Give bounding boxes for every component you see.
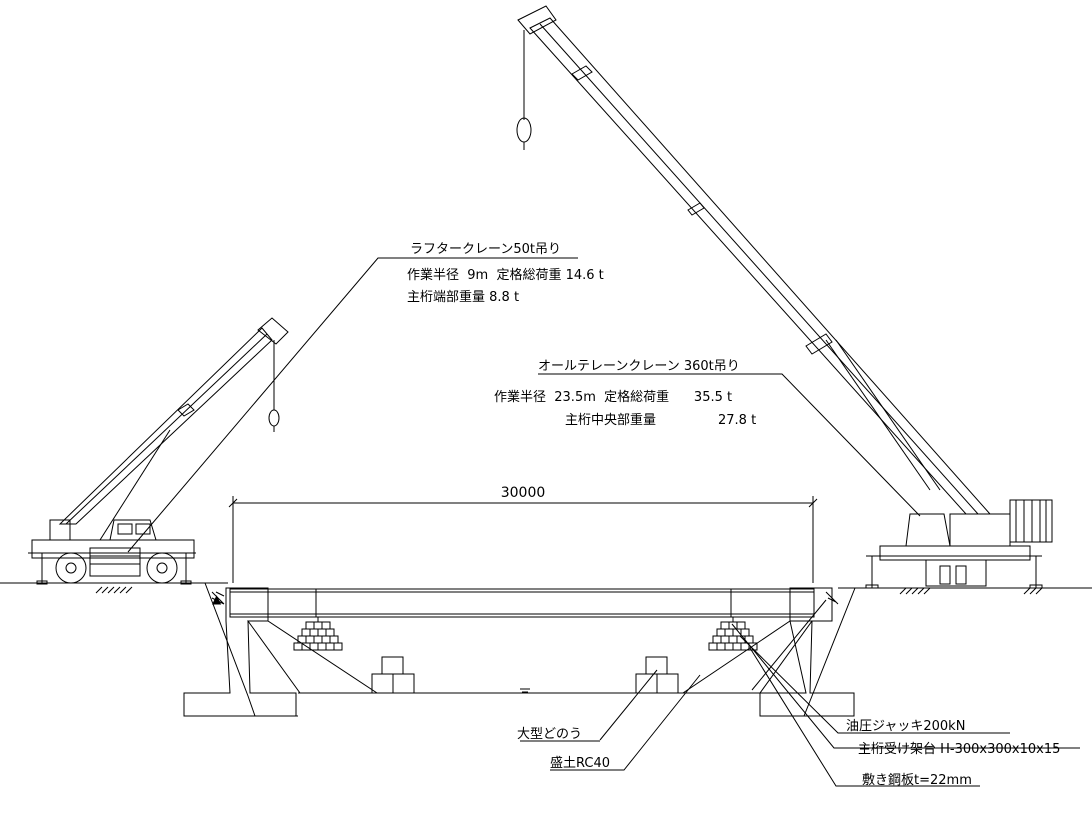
crib-block: [321, 635, 331, 644]
crib-block: [724, 642, 734, 651]
fill-label: 盛土RC40: [550, 756, 610, 771]
all-terrain-crane: [516, 5, 1053, 589]
sandbags-right: [635, 656, 679, 694]
ground-line: [0, 582, 1092, 595]
crib-block: [732, 642, 742, 651]
crib-block: [309, 628, 319, 637]
crib-block: [728, 635, 738, 644]
rough-crane-line1: 作業半径 9m 定格総荷重 14.6 t: [407, 267, 604, 283]
crib-block: [325, 642, 335, 651]
allterrain-crane-title: オールテレーンクレーン 360t吊り: [538, 359, 740, 374]
crib-block: [333, 642, 343, 651]
svg-text:▲: ▲: [212, 592, 222, 606]
crib-block: [740, 628, 750, 637]
crib-block: [313, 635, 323, 644]
abutment-left: [183, 587, 379, 717]
jack-label: 油圧ジャッキ200kN: [846, 719, 965, 734]
crib-block: [301, 628, 311, 637]
span-dimension: 30000: [228, 485, 818, 583]
crib-block: [720, 635, 730, 644]
crib-block: [313, 621, 323, 630]
crib-block: [716, 642, 726, 651]
support-stack-left: [293, 617, 343, 651]
crib-block: [317, 628, 327, 637]
rough-crane-line2: 主桁端部重量 8.8 t: [407, 289, 519, 305]
sandbag-label: 大型どのう: [517, 727, 582, 742]
crib-block: [321, 621, 331, 630]
rough-terrain-crane: [28, 317, 289, 585]
crib-block: [712, 635, 722, 644]
leader-lines: [127, 257, 1080, 787]
crib-block: [325, 628, 335, 637]
crib-block: [329, 635, 339, 644]
crib-block: [724, 628, 734, 637]
abutment-right: [681, 587, 855, 717]
crib-block: [293, 642, 303, 651]
rough-crane-title: ラフタークレーン50t吊り: [410, 242, 561, 257]
support-label: 主桁受け架台 H-300x300x10x15: [858, 742, 1060, 757]
allterrain-crane-notes: オールテレーンクレーン 360t吊り 作業半径 23.5m 定格総荷重 35.5…: [494, 359, 756, 428]
bearing-right: [825, 591, 839, 605]
crib-block: [708, 642, 718, 651]
crib-block: [305, 621, 315, 630]
support-stack-right: [708, 617, 758, 651]
bearing-left: ▲: [211, 591, 225, 606]
span-dimension-label: 30000: [501, 485, 546, 501]
rough-crane-notes: ラフタークレーン50t吊り 作業半径 9m 定格総荷重 14.6 t 主桁端部重…: [407, 242, 604, 305]
allterrain-crane-line2: 主桁中央部重量 27.8 t: [565, 412, 756, 428]
crib-block: [736, 621, 746, 630]
main-girder: [229, 588, 815, 618]
crib-block: [716, 628, 726, 637]
crib-block: [305, 635, 315, 644]
sandbags-left: [371, 656, 415, 694]
steel-plate-label: 敷き鋼板t=22mm: [862, 773, 972, 788]
crib-block: [720, 621, 730, 630]
crib-block: [317, 642, 327, 651]
allterrain-crane-line1: 作業半径 23.5m 定格総荷重 35.5 t: [494, 389, 732, 405]
component-labels: 大型どのう 盛土RC40 油圧ジャッキ200kN 主桁受け架台 H-300x30…: [517, 719, 1060, 788]
